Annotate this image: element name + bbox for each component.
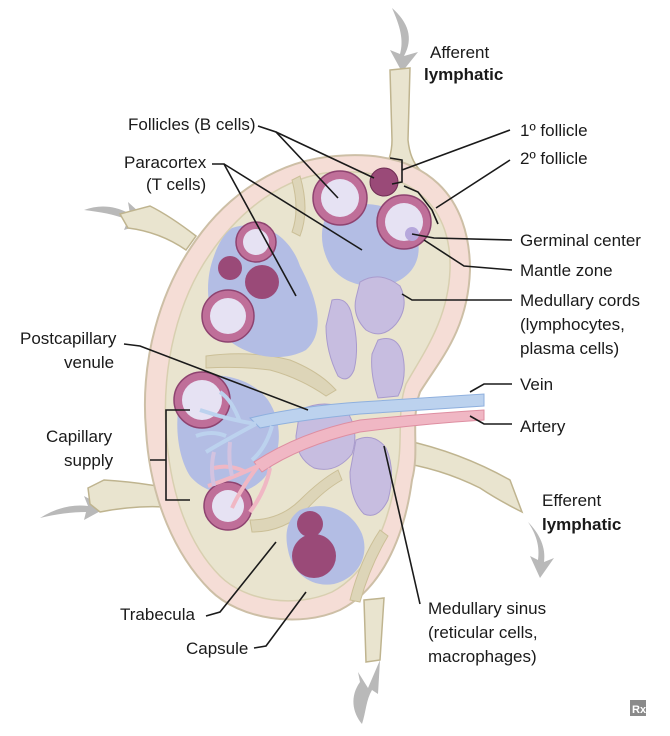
primary-follicle-left-1 <box>218 256 242 280</box>
leader-vein <box>469 383 512 393</box>
trabeculae <box>205 175 389 603</box>
leader-trabecula <box>205 541 277 617</box>
leader-mantle-zone <box>423 239 513 271</box>
medullary-cord-1 <box>354 276 405 335</box>
leader-medullary-cords <box>401 293 512 301</box>
label-paracortex-2: (T cells) <box>146 175 206 194</box>
secondary-follicle-left-2 <box>201 289 255 343</box>
label-germinal-center: Germinal center <box>520 231 641 250</box>
leader-primary-follicle <box>389 129 511 185</box>
medulla-regions <box>295 276 405 516</box>
label-capillary-2: supply <box>64 451 114 470</box>
trabecula-2 <box>291 175 306 237</box>
secondary-follicle-lower <box>173 371 231 429</box>
label-paracortex-1: Paracortex <box>124 153 207 172</box>
secondary-follicle-top-2 <box>376 194 432 250</box>
follicles <box>173 167 432 578</box>
leader-paracortex-2 <box>223 163 363 251</box>
label-vein: Vein <box>520 375 553 394</box>
afferent-arrow-bottom <box>353 660 380 724</box>
label-follicles: Follicles (B cells) <box>128 115 256 134</box>
vein-trunk <box>249 393 485 429</box>
trabecula-3 <box>249 469 343 533</box>
label-efferent-1: Efferent <box>542 491 602 510</box>
primary-follicle-left-2 <box>245 265 279 299</box>
label-primary-follicle: 1º follicle <box>520 121 588 140</box>
afferent-vessel-left <box>118 205 198 252</box>
leader-germinal-center <box>411 233 513 241</box>
blood-vessels <box>195 390 485 514</box>
medullary-cord-2 <box>325 298 358 380</box>
leader-secondary-follicle <box>403 159 511 225</box>
primary-follicle-bottom-2 <box>292 534 336 578</box>
efferent-vessel <box>394 439 524 514</box>
labels: Afferent lymphatic Follicles (B cells) P… <box>20 43 641 666</box>
leader-postcapillary <box>123 343 309 411</box>
medullary-cord-5 <box>349 436 392 516</box>
secondary-follicle-top-1 <box>312 170 368 226</box>
label-medullary-sinus-3: macrophages) <box>428 647 537 666</box>
label-trabecula: Trabecula <box>120 605 196 624</box>
leader-capillary-bracket <box>150 409 190 501</box>
leader-artery <box>469 415 512 425</box>
label-afferent-2: lymphatic <box>424 65 503 84</box>
label-medullary-sinus-2: (reticular cells, <box>428 623 538 642</box>
primary-follicle-top <box>369 167 399 197</box>
label-postcapillary-1: Postcapillary <box>20 329 117 348</box>
afferent-arrow-top <box>390 8 418 72</box>
label-afferent-1: Afferent <box>430 43 490 62</box>
leader-lines <box>123 125 513 649</box>
label-medullary-cords-3: plasma cells) <box>520 339 619 358</box>
label-medullary-cords-1: Medullary cords <box>520 291 640 310</box>
afferent-vessel-bottom <box>363 597 385 663</box>
leader-follicles-2 <box>275 131 375 179</box>
label-postcapillary-2: venule <box>64 353 114 372</box>
medullary-cord-3 <box>371 338 405 399</box>
label-capsule: Capsule <box>186 639 248 658</box>
label-efferent-2: lymphatic <box>542 515 621 534</box>
label-medullary-cords-2: (lymphocytes, <box>520 315 625 334</box>
label-capillary-1: Capillary <box>46 427 113 446</box>
leader-capsule <box>253 591 307 649</box>
rx-logo-text: Rx <box>632 704 647 716</box>
secondary-follicle-lower-2 <box>203 481 253 531</box>
primary-follicle-bottom-1 <box>297 511 323 537</box>
label-mantle-zone: Mantle zone <box>520 261 613 280</box>
rx-logo: Rx <box>630 700 647 716</box>
capillary-network <box>195 390 274 514</box>
trabecula-4 <box>349 529 389 603</box>
label-secondary-follicle: 2º follicle <box>520 149 588 168</box>
label-artery: Artery <box>520 417 566 436</box>
leader-medullary-sinus <box>383 445 421 605</box>
label-medullary-sinus-1: Medullary sinus <box>428 599 546 618</box>
secondary-follicle-left-1 <box>235 221 277 263</box>
artery-trunk <box>253 409 485 473</box>
efferent-arrow <box>528 522 554 578</box>
